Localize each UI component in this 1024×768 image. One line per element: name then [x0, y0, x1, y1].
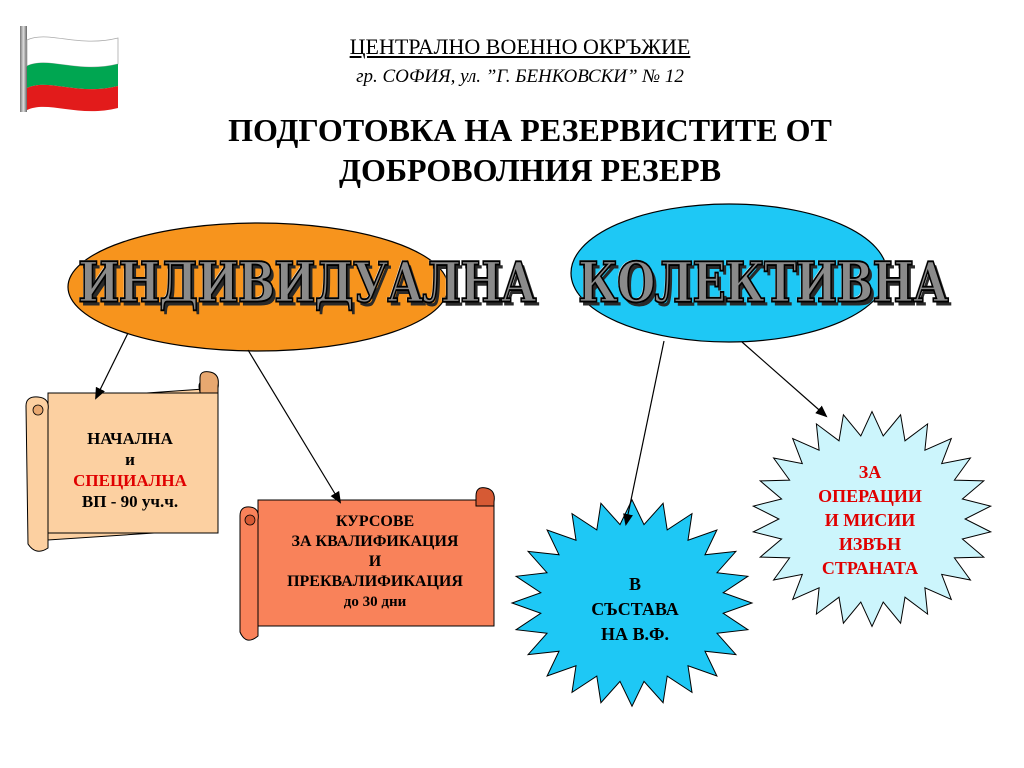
in-army-text: В СЪСТАВА НА В.Ф.	[560, 572, 710, 647]
initial-training-line-4: ВП - 90 уч.ч.	[81, 492, 179, 511]
courses-scroll	[239, 487, 495, 641]
abroad-text: ЗА ОПЕРАЦИИ И МИСИИ ИЗВЪН СТРАНАТА	[790, 460, 950, 580]
in-army-line-1: В	[628, 574, 641, 594]
abroad-line-2: ОПЕРАЦИИ	[818, 486, 922, 506]
page-title: ПОДГОТОВКА НА РЕЗЕРВИСТИТЕ ОТ ДОБРОВОЛНИ…	[170, 110, 890, 190]
collective-label: КОЛЕКТИВНА	[577, 251, 949, 317]
page-title-line-2: ДОБРОВОЛНИЯ РЕЗЕРВ	[338, 152, 722, 188]
initial-training-text: НАЧАЛНА и СПЕЦИАЛНА ВП - 90 уч.ч.	[50, 428, 210, 512]
abroad-starburst	[751, 410, 993, 628]
abroad-line-5: СТРАНАТА	[821, 558, 919, 578]
collective-ellipse	[570, 203, 888, 343]
arrow-individual-to-courses	[247, 349, 342, 504]
courses-line-2: ЗА КВАЛИФИКАЦИЯ	[291, 533, 459, 550]
abroad-line-1: ЗА	[858, 462, 882, 482]
initial-training-line-2: и	[125, 450, 135, 469]
courses-text: КУРСОВЕ ЗА КВАЛИФИКАЦИЯ И ПРЕКВАЛИФИКАЦИ…	[260, 512, 490, 612]
arrow-collective-to-in-army	[623, 340, 665, 526]
arrow-collective-to-abroad	[741, 341, 828, 418]
organization-address: гр. СОФИЯ, ул. ”Г. БЕНКОВСКИ” № 12	[356, 66, 684, 87]
arrow-individual-to-initial	[95, 332, 129, 400]
individual-label: ИНДИВИДУАЛНА	[77, 251, 537, 317]
initial-training-line-1: НАЧАЛНА	[87, 429, 173, 448]
courses-line-3: И	[368, 553, 382, 570]
abroad-line-3: И МИСИИ	[824, 510, 916, 530]
courses-line-4: ПРЕКВАЛИФИКАЦИЯ	[287, 573, 463, 590]
courses-line-1: КУРСОВЕ	[335, 513, 415, 530]
in-army-line-3: НА В.Ф.	[601, 624, 669, 644]
in-army-line-2: СЪСТАВА	[591, 599, 679, 619]
abroad-line-4: ИЗВЪН	[838, 534, 902, 554]
courses-line-5: до 30 дни	[343, 594, 407, 610]
page-title-line-1: ПОДГОТОВКА НА РЕЗЕРВИСТИТЕ ОТ	[228, 112, 832, 148]
bulgarian-flag-icon	[20, 26, 119, 112]
individual-ellipse	[67, 222, 449, 352]
initial-training-scroll	[25, 371, 219, 552]
in-army-starburst	[510, 498, 754, 708]
initial-training-line-3: СПЕЦИАЛНА	[73, 471, 187, 490]
organization-name: ЦЕНТРАЛНО ВОЕННО ОКРЪЖИЕ	[349, 34, 691, 59]
